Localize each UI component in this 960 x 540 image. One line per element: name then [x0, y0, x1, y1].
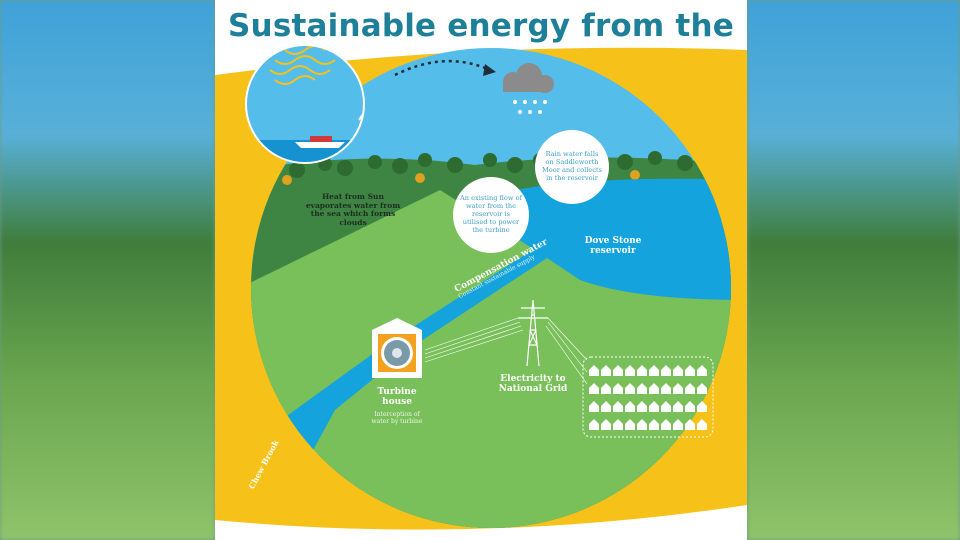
- evaporation-label: Heat from Sun evaporates water from the …: [305, 192, 401, 227]
- electricity-label: Electricity to National Grid: [498, 374, 568, 395]
- turbine-house-label: Turbine house: [377, 387, 417, 408]
- diagram-scene: [215, 44, 747, 540]
- rain-bubble-text: Rain water falls on Saddleworth Moor and…: [542, 150, 602, 182]
- turbine-house-icon: [372, 318, 422, 378]
- rain-cloud-icon: [503, 63, 554, 114]
- dove-stone-reservoir: [515, 178, 731, 302]
- rain-bubble: Rain water falls on Saddleworth Moor and…: [535, 130, 609, 204]
- background-left: [0, 0, 215, 540]
- evaporation-arrow: [394, 59, 491, 77]
- houses-grid: [582, 356, 714, 438]
- flow-bubble-text: An existing flow of water from the reser…: [459, 194, 523, 234]
- background-right: [747, 0, 960, 540]
- pylon-icon: [518, 299, 548, 367]
- reservoir-label: Dove Stone reservoir: [584, 236, 642, 257]
- evaporation-inset: [245, 44, 365, 164]
- power-lines: [424, 317, 588, 385]
- infographic-poster: Sustainable energy from the sun: [215, 0, 747, 540]
- turbine-house-subtitle: Interception of water by turbine: [371, 411, 423, 425]
- flow-bubble: An existing flow of water from the reser…: [453, 177, 529, 253]
- yellow-band-bottom-white: [215, 505, 747, 540]
